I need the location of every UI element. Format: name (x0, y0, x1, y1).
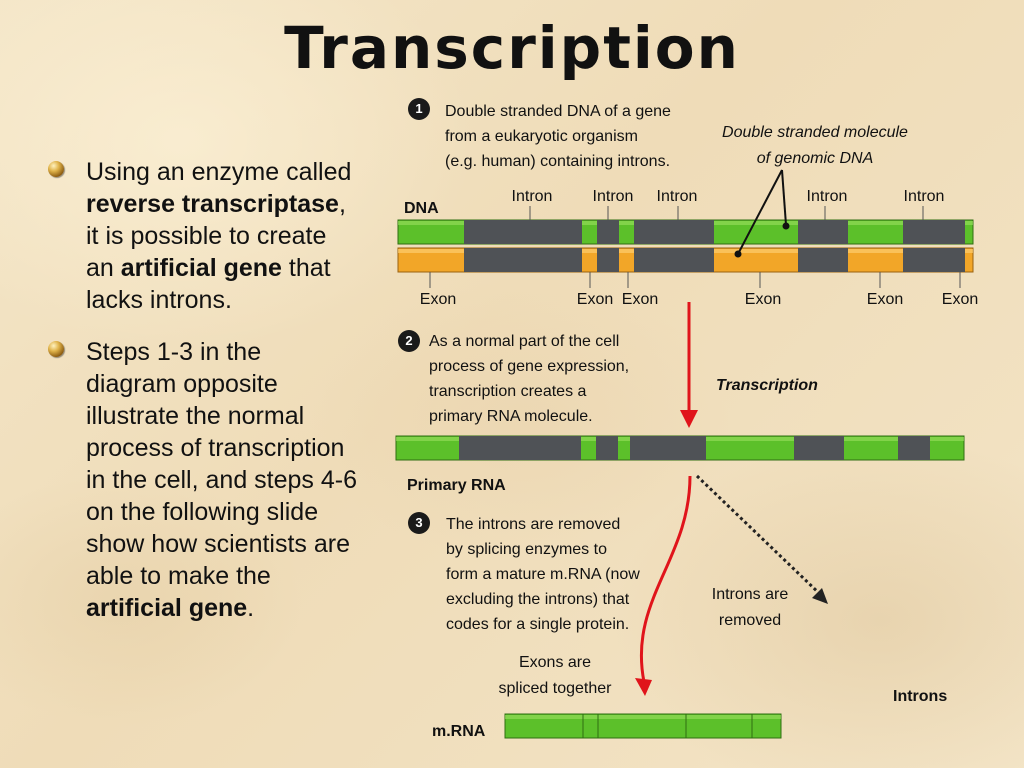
intron-label: Intron (904, 188, 945, 206)
step-2-marker: 2 (398, 330, 420, 352)
exon-ticks (430, 272, 960, 288)
intron-label: Intron (512, 188, 553, 206)
step-2-text: As a normal part of the cell process of … (429, 329, 629, 429)
step-3-line: excluding the introns) that (446, 587, 640, 612)
step-1-marker: 1 (408, 98, 430, 120)
double-stranded-molecule-label: Double stranded molecule of genomic DNA (722, 120, 908, 172)
step-3-text: The introns are removed by splicing enzy… (446, 512, 640, 637)
molecule-label-line: Double stranded molecule (722, 120, 908, 146)
dna-label: DNA (404, 200, 439, 218)
step-3-line: codes for a single protein. (446, 612, 640, 637)
exons-spliced-line: Exons are (470, 650, 640, 676)
step-1-line: Double stranded DNA of a gene (445, 99, 671, 124)
step-3-marker: 3 (408, 512, 430, 534)
step-2-line: process of gene expression, (429, 354, 629, 379)
exons-spliced-label: Exons are spliced together (470, 650, 640, 702)
step-2-line: transcription creates a (429, 379, 629, 404)
step-1-text: Double stranded DNA of a gene from a euk… (445, 99, 671, 174)
exon-label: Exon (942, 291, 978, 309)
molecule-label-line: of genomic DNA (722, 146, 908, 172)
intron-label: Intron (593, 188, 634, 206)
splicing-arrow (635, 476, 690, 696)
step-3-line: The introns are removed (446, 512, 640, 537)
dna-top-strand (398, 220, 973, 244)
introns-label: Introns (893, 688, 947, 706)
step-2-line: primary RNA molecule. (429, 404, 629, 429)
exon-label: Exon (420, 291, 456, 309)
exon-label: Exon (622, 291, 658, 309)
primary-rna-label: Primary RNA (407, 477, 506, 495)
exon-label: Exon (745, 291, 781, 309)
introns-removed-label: Introns are removed (690, 582, 810, 634)
exon-label: Exon (867, 291, 903, 309)
intron-label: Intron (657, 188, 698, 206)
intron-ticks (530, 206, 923, 220)
step-3-line: form a mature m.RNA (now (446, 562, 640, 587)
intron-label: Intron (807, 188, 848, 206)
mrna-label: m.RNA (432, 723, 485, 741)
mrna-strand (505, 714, 781, 738)
introns-removed-line: Introns are (690, 582, 810, 608)
step-1-line: (e.g. human) containing introns. (445, 149, 671, 174)
transcription-label: Transcription (716, 377, 818, 395)
exons-spliced-line: spliced together (470, 676, 640, 702)
dna-bottom-strand (398, 248, 973, 272)
step-3-line: by splicing enzymes to (446, 537, 640, 562)
transcription-arrow (680, 302, 698, 428)
step-2-line: As a normal part of the cell (429, 329, 629, 354)
step-1-line: from a eukaryotic organism (445, 124, 671, 149)
primary-rna-strand (396, 436, 964, 460)
introns-removed-line: removed (690, 608, 810, 634)
exon-label: Exon (577, 291, 613, 309)
